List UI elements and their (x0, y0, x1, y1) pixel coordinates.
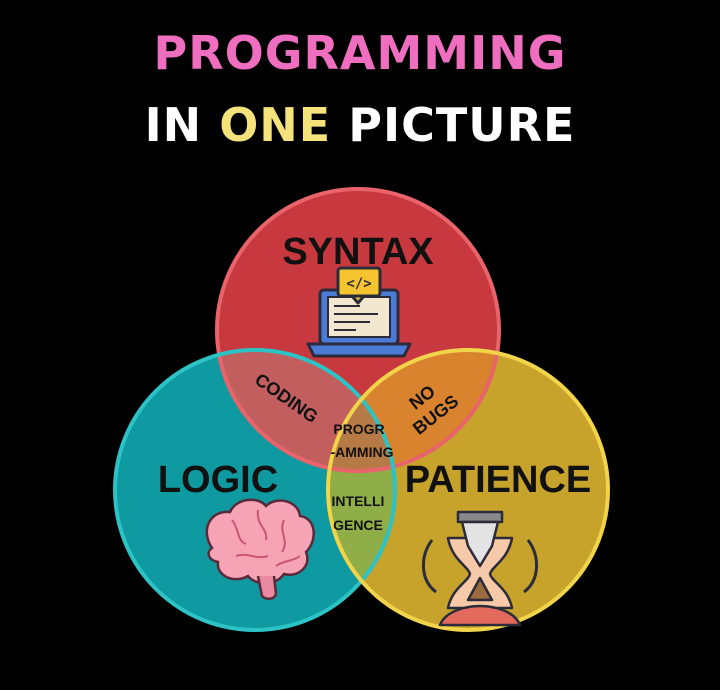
circle-syntax-outline (215, 187, 501, 473)
title-in: IN (144, 98, 203, 152)
brain-icon (205, 498, 315, 600)
title-picture: PICTURE (348, 98, 576, 152)
label-syntax: SYNTAX (282, 231, 434, 273)
label-progr: PROGR (333, 421, 384, 437)
svg-text:</>: </> (346, 276, 371, 292)
label-logic: LOGIC (158, 459, 278, 501)
label-gence: GENCE (333, 517, 383, 533)
title-line-1: PROGRAMMING (0, 26, 720, 80)
title-programming: PROGRAMMING (153, 26, 567, 80)
laptop-code-icon: </> (306, 266, 412, 358)
overlap-syntax-logic (217, 350, 395, 471)
overlap-syntax-patience (328, 350, 499, 471)
label-patience: PATIENCE (405, 459, 592, 501)
label-amming: -AMMING (331, 444, 394, 460)
label-intelli: INTELLI (332, 493, 385, 509)
circle-logic-outline (113, 348, 397, 632)
circle-patience-outline (326, 348, 610, 632)
title-one: ONE (219, 98, 332, 152)
title-line-2: IN ONE PICTURE (0, 98, 720, 152)
hourglass-person-icon (422, 510, 538, 627)
